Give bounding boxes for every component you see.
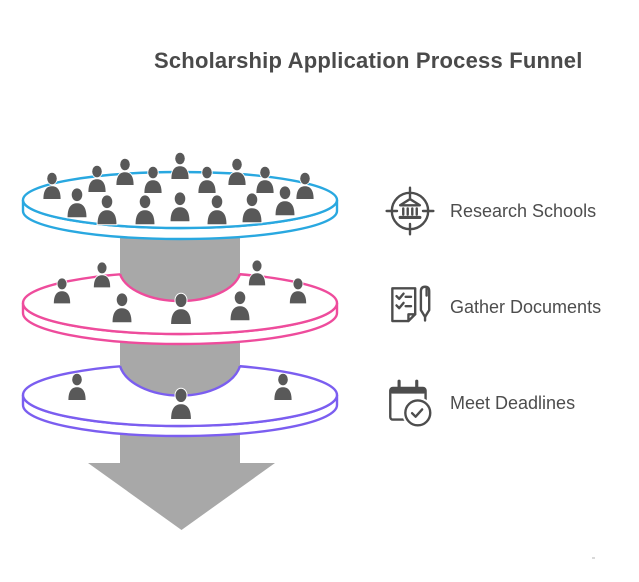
- person-icon: [67, 372, 87, 401]
- person-icon: [96, 194, 118, 226]
- person-icon: [229, 290, 251, 322]
- person-icon: [227, 157, 247, 186]
- person-icon: [53, 277, 71, 305]
- person-icon: [169, 191, 191, 223]
- person-icon: [206, 194, 228, 226]
- page-title: Scholarship Application Process Funnel: [154, 48, 583, 73]
- legend-item-meet-deadlines: Meet Deadlines: [383, 375, 575, 431]
- person-icon: [241, 192, 263, 224]
- documents-pen-icon: [391, 285, 431, 323]
- person-icon: [170, 151, 190, 180]
- legend-label: Research Schools: [450, 200, 597, 221]
- person-icon: [170, 292, 192, 325]
- stage-3-people: [67, 372, 293, 420]
- person-icon: [289, 277, 307, 305]
- stage-2-people: [53, 259, 307, 325]
- person-icon: [248, 259, 266, 287]
- person-icon: [255, 165, 275, 194]
- person-icon: [111, 292, 133, 324]
- legend-label: Meet Deadlines: [450, 392, 576, 413]
- person-icon: [134, 194, 156, 226]
- legend-item-research-schools: Research Schools: [383, 183, 596, 239]
- person-icon: [93, 261, 111, 289]
- stage-1-people: [42, 151, 315, 226]
- legend-label: Gather Documents: [450, 296, 602, 317]
- person-icon: [87, 164, 107, 193]
- person-icon: [115, 157, 135, 186]
- legend-item-gather-documents: Gather Documents: [383, 279, 601, 335]
- person-icon: [143, 165, 163, 194]
- person-icon: [66, 187, 88, 219]
- watermark-speck: [592, 557, 595, 559]
- person-icon: [170, 387, 192, 420]
- person-icon: [273, 372, 293, 401]
- calendar-check-icon: [389, 379, 434, 429]
- person-icon: [42, 171, 62, 200]
- person-icon: [295, 171, 315, 200]
- person-icon: [197, 165, 217, 194]
- school-target-icon: [385, 186, 435, 236]
- person-icon: [274, 185, 296, 217]
